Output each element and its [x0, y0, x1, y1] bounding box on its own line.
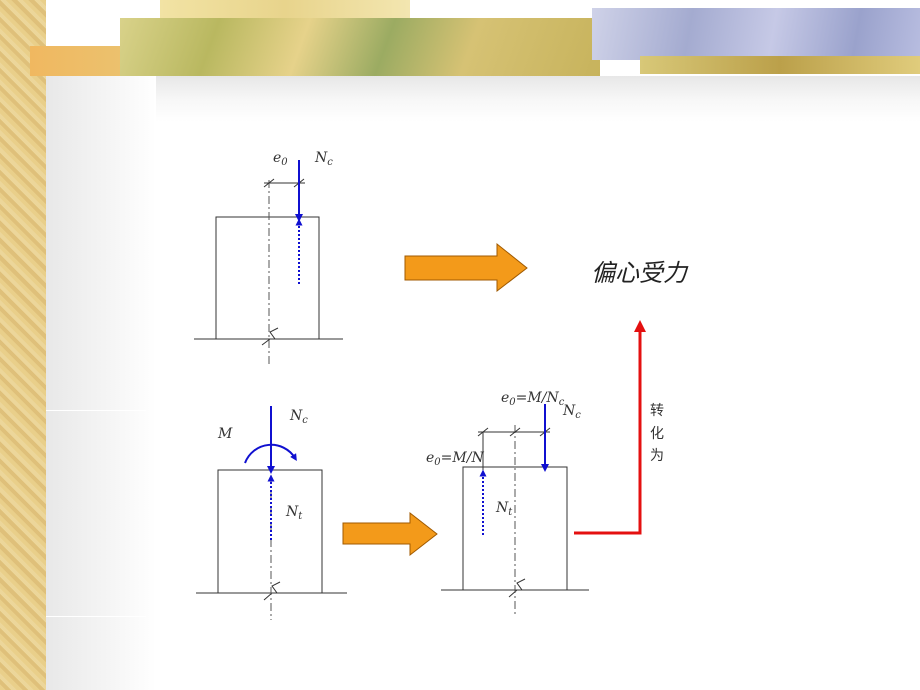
column-body: [215, 216, 320, 340]
grass-photo-strip: [640, 56, 920, 74]
leaf-photo-banner: [120, 18, 600, 76]
nc-label: Nc: [314, 150, 333, 168]
m-label: M: [217, 426, 233, 442]
dimension-tick: [509, 427, 521, 437]
break-symbol: [261, 327, 279, 346]
content-area: [46, 76, 920, 690]
divider-line: [46, 410, 146, 411]
convert-label-char-3: 为: [650, 448, 664, 464]
big-arrow-right: [342, 511, 438, 557]
bottom-left-column-diagram: M Nc Nt: [196, 406, 347, 620]
big-arrow-right: [404, 242, 528, 293]
eccentric-force-text: 偏心受力: [591, 259, 689, 287]
nc-label: Nc: [289, 408, 308, 426]
break-symbol: [508, 578, 526, 598]
dimension-tick: [263, 178, 275, 188]
convert-label-char-1: 转: [650, 403, 664, 419]
e0-left-label: e0=M/N: [426, 450, 484, 468]
bottom-right-column-diagram: e0=M/Nc Nc e0=M/N Nt: [426, 390, 589, 615]
e0-top-label: e0=M/Nc: [501, 390, 565, 408]
moment-arrow: [244, 443, 297, 464]
top-column-diagram: e0 Nc: [194, 150, 343, 365]
conversion-arrow: [574, 320, 646, 535]
stone-photo-banner: [592, 8, 920, 60]
e0-label: e0: [273, 150, 288, 168]
nt-label: Nt: [285, 504, 303, 522]
convert-label-char-2: 化: [650, 426, 664, 442]
nc-label: Nc: [562, 403, 581, 421]
left-texture-strip: [0, 0, 46, 690]
divider-line: [46, 616, 146, 617]
nt-label: Nt: [495, 500, 513, 518]
break-symbol: [263, 581, 281, 601]
content-left-shade: [46, 76, 156, 690]
top-photo-strip: [160, 0, 410, 20]
